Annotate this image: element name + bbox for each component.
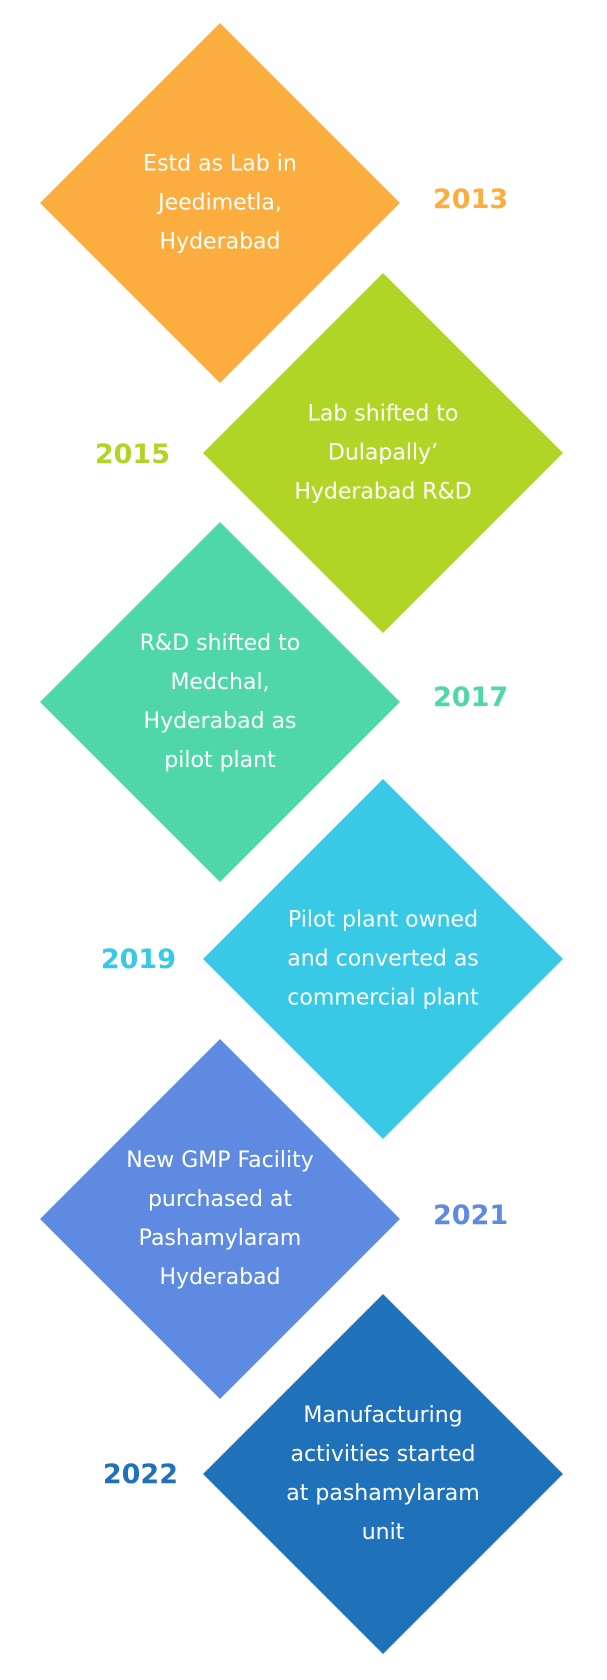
milestone-diamond-2019: Pilot plant owned and converted as comme… — [203, 779, 563, 1139]
milestone-diamond-2022: Manufacturing activities started at pash… — [203, 1294, 563, 1654]
milestone-text: Lab shifted to Dulapally’ Hyderabad R&D — [294, 401, 472, 505]
milestone-year: 2022 — [102, 1459, 178, 1490]
milestone-diamond-2015: Lab shifted to Dulapally’ Hyderabad R&D — [203, 273, 563, 633]
milestone-year: 2021 — [433, 1200, 509, 1231]
milestone-year: 2019 — [100, 944, 176, 975]
milestone-diamond-2021: New GMP Facility purchased at Pashamylar… — [40, 1039, 400, 1399]
milestone-text: Manufacturing activities started at pash… — [286, 1403, 480, 1545]
milestone-text: R&D shifted to Medchal, Hyderabad as pil… — [139, 631, 301, 773]
milestone-year: 2015 — [94, 439, 170, 470]
milestone-text: New GMP Facility purchased at Pashamylar… — [126, 1148, 314, 1290]
milestone-text: Estd as Lab in Jeedimetla, Hyderabad — [143, 151, 297, 255]
milestone-text: Pilot plant owned and converted as comme… — [287, 907, 479, 1011]
milestone-year: 2017 — [433, 682, 509, 713]
milestone-year: 2013 — [433, 184, 509, 215]
milestone-diamond-2013: Estd as Lab in Jeedimetla, Hyderabad — [40, 23, 400, 383]
milestone-diamond-2017: R&D shifted to Medchal, Hyderabad as pil… — [40, 522, 400, 882]
